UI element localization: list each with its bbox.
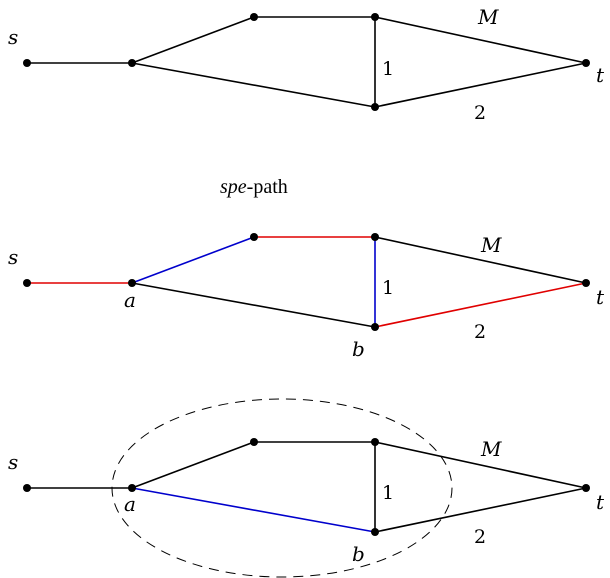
edge-topright-t	[374, 16, 587, 64]
edge-a-b	[131, 282, 376, 328]
node-a	[128, 279, 136, 287]
node-t	[582, 59, 590, 67]
edge-b-t	[374, 62, 587, 108]
label-2: 2	[474, 526, 486, 548]
node-s	[23, 59, 31, 67]
node-t	[582, 279, 590, 287]
label-s: s	[8, 245, 18, 269]
node-b	[371, 323, 379, 331]
node-a	[128, 484, 136, 492]
node-top	[250, 438, 258, 446]
label-2: 2	[474, 321, 486, 343]
edge-topright-t	[374, 441, 587, 489]
caption-rest: -path	[247, 176, 288, 198]
label-a: a	[124, 492, 136, 516]
label-1: 1	[382, 58, 394, 80]
label-t: t	[596, 490, 605, 514]
label-M: M	[477, 5, 499, 29]
node-b	[371, 528, 379, 536]
node-a	[128, 59, 136, 67]
node-topright	[371, 438, 379, 446]
edge-a-b	[131, 487, 376, 533]
label-a: a	[124, 288, 136, 312]
node-t	[582, 484, 590, 492]
label-t: t	[596, 285, 605, 309]
node-s	[23, 279, 31, 287]
edge-b-t	[374, 282, 587, 328]
label-t: t	[596, 63, 605, 87]
graph-bottom: s t M 1 2 a b	[8, 398, 605, 578]
caption-italic: spe	[220, 176, 247, 198]
node-top	[250, 13, 258, 21]
label-1: 1	[382, 277, 394, 299]
node-top	[250, 233, 258, 241]
node-s	[23, 484, 31, 492]
edge-b-t	[374, 487, 587, 533]
edge-a-top	[131, 16, 255, 64]
node-topright	[371, 233, 379, 241]
graph-top: s t M 1 2	[8, 5, 605, 124]
node-topright	[371, 13, 379, 21]
label-1: 1	[382, 482, 394, 504]
label-M: M	[480, 437, 502, 461]
label-M: M	[480, 233, 502, 257]
node-b	[371, 103, 379, 111]
edge-topright-t	[374, 236, 587, 284]
edge-a-top	[131, 236, 255, 284]
dashed-ellipse	[111, 398, 453, 578]
label-s: s	[8, 450, 18, 474]
caption: spe-path	[220, 176, 288, 198]
label-2: 2	[474, 102, 486, 124]
label-b: b	[352, 542, 365, 566]
label-b: b	[352, 337, 365, 361]
graph-middle: s t M 1 2 a b	[8, 233, 605, 361]
edge-a-top	[131, 441, 255, 489]
edge-a-b	[131, 62, 376, 108]
label-s: s	[8, 25, 18, 49]
